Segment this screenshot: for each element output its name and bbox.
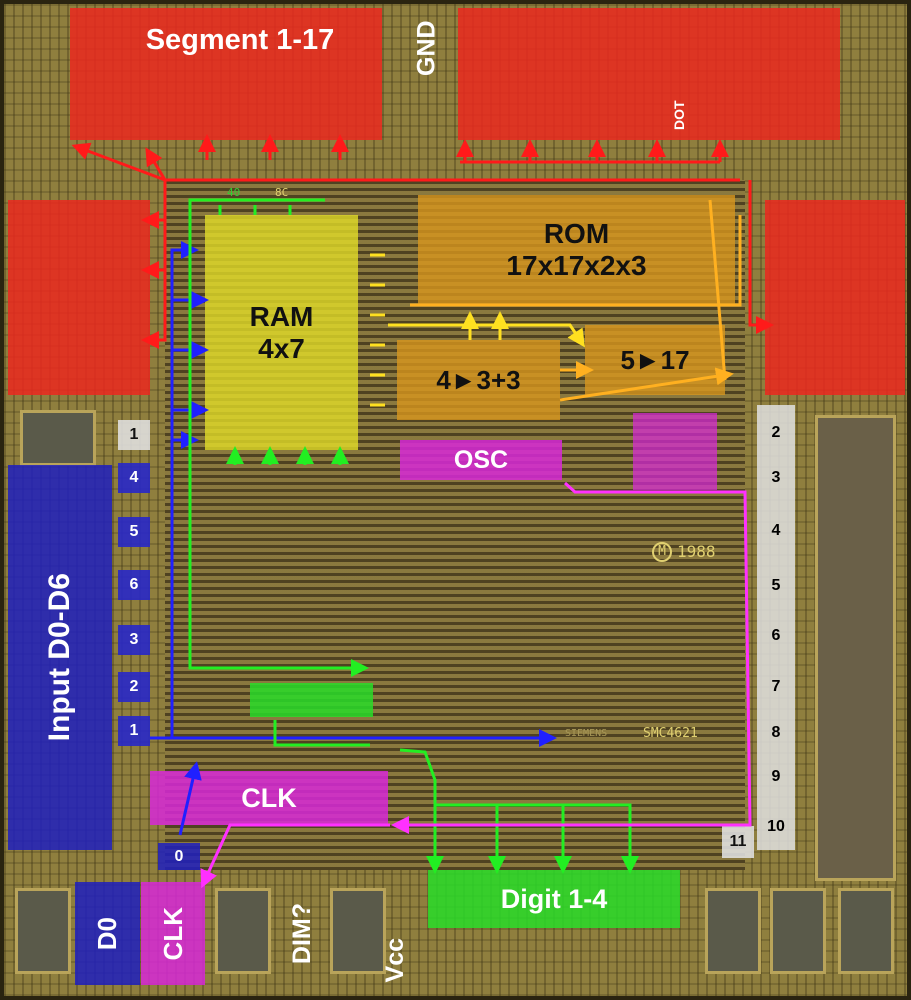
clock-arrows <box>200 481 752 889</box>
right-pin-10: 10 <box>767 818 785 835</box>
right-pin-column <box>757 405 795 850</box>
left-pin-1b: 1 <box>118 716 150 746</box>
ram-title: RAM <box>249 300 314 332</box>
bond-pad <box>838 888 894 974</box>
left-pin-1: 1 <box>118 420 150 450</box>
right-pin-3: 3 <box>771 469 781 486</box>
segment-pads-right-side <box>765 200 905 395</box>
motorola-logo: M <box>652 542 672 562</box>
right-pin-5: 5 <box>771 577 781 594</box>
marking-part: SMC4621 <box>643 726 698 741</box>
marking-year: 1988 <box>677 542 716 561</box>
marking-siemens: SIEMENS <box>565 728 608 739</box>
right-pin-4: 4 <box>771 522 781 539</box>
digit-block: Digit 1-4 <box>428 870 680 928</box>
d0-pin: D0 <box>75 882 140 985</box>
right-pin-7: 7 <box>771 678 781 695</box>
input-block: Input D0-D6 <box>8 465 112 850</box>
osc-block: OSC <box>400 440 562 480</box>
segment-pads-right <box>458 8 840 140</box>
input-arrows <box>150 241 557 836</box>
bond-pad <box>705 888 761 974</box>
osc-capacitor <box>633 413 717 490</box>
decoder-5-to-17: 5►17 <box>585 325 725 395</box>
bond-pad-column <box>815 415 896 881</box>
left-pin-2: 2 <box>118 672 150 702</box>
zero-pin-label: 0 <box>158 843 200 870</box>
clk-pin: CLK <box>141 882 205 985</box>
segment-arrows <box>71 134 774 349</box>
left-pin-6: 6 <box>118 570 150 600</box>
segment-label: Segment 1-17 <box>145 23 335 56</box>
ram-digit-arrows <box>188 198 639 874</box>
bond-pad <box>330 888 386 974</box>
ram-to-decoder-arrows <box>370 253 585 407</box>
rom-size: 17x17x2x3 <box>506 250 647 281</box>
right-pin-9: 9 <box>771 768 781 785</box>
rom-decoder-arrows <box>410 199 742 402</box>
ram-size: 4x7 <box>258 332 305 364</box>
bond-pad <box>215 888 271 974</box>
decoder-4-to-3-3: 4►3+3 <box>397 340 560 420</box>
right-pin-6: 6 <box>771 627 781 644</box>
right-pin-11: 11 <box>722 826 754 858</box>
rom-block: ROM 17x17x2x3 <box>418 195 735 305</box>
marking-8c: 8C <box>275 186 289 199</box>
segment-pads-left-side <box>8 200 150 395</box>
bond-pad <box>770 888 826 974</box>
rom-title: ROM <box>543 218 610 249</box>
digit-latch <box>250 683 373 717</box>
right-pin-2: 2 <box>771 424 781 441</box>
left-pin-3: 3 <box>118 625 150 655</box>
right-pin-8: 8 <box>771 724 781 741</box>
left-pin-4: 4 <box>118 463 150 493</box>
left-pin-5: 5 <box>118 517 150 547</box>
segment-pads-left <box>70 8 382 140</box>
bond-pad <box>20 410 96 466</box>
ram-block: RAM 4x7 <box>205 215 358 450</box>
marking-40: 40 <box>227 186 241 199</box>
bond-pad <box>15 888 71 974</box>
